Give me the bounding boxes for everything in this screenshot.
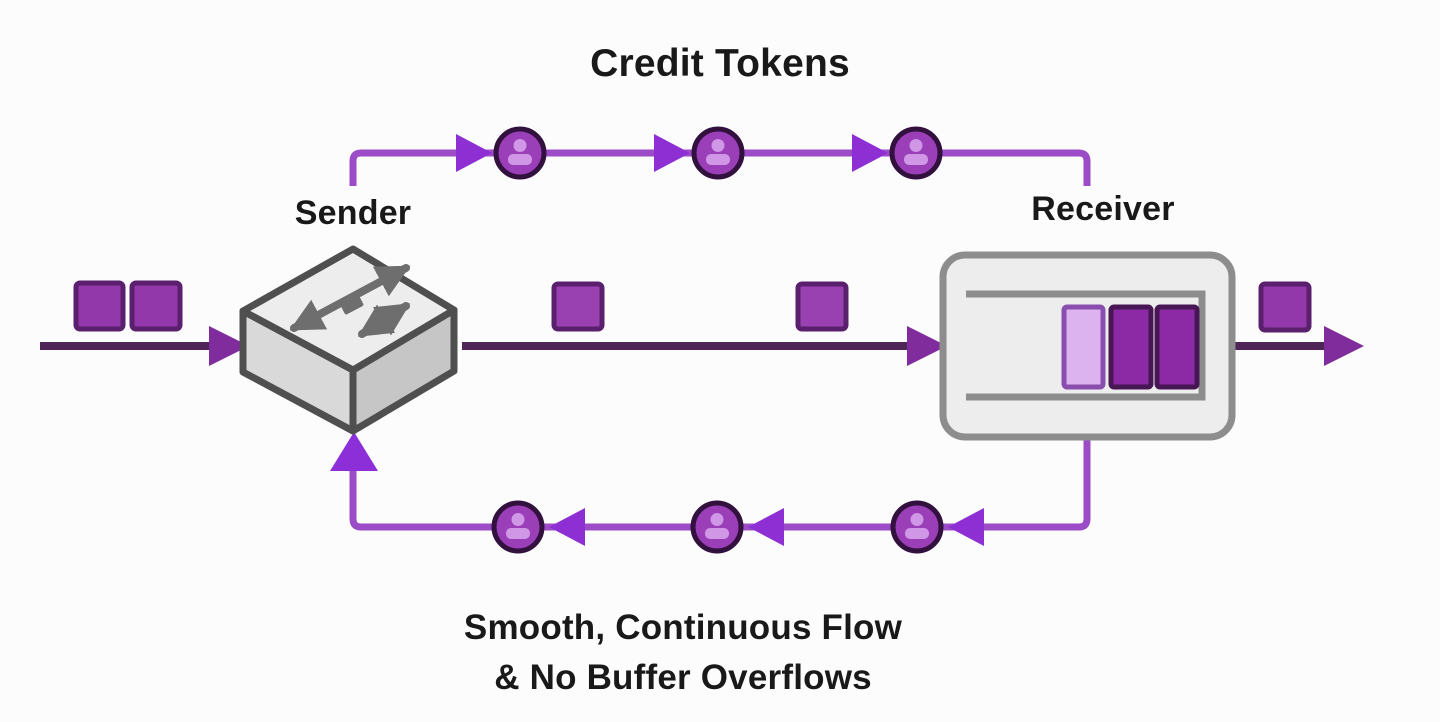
- credit-token-person-icon: [893, 503, 941, 551]
- credit-arrowhead-left: [549, 508, 585, 546]
- packet-icon: [73, 280, 126, 332]
- network-switch-icon: [239, 245, 458, 435]
- diagram-title: Credit Tokens: [590, 42, 850, 85]
- packet-icon: [551, 281, 605, 332]
- arrowhead-into-receiver: [907, 326, 947, 366]
- credit-arrowhead-right: [456, 134, 492, 172]
- credit-arrowhead-left: [748, 508, 784, 546]
- packet-icon: [795, 281, 849, 332]
- packet-icon: [129, 280, 183, 332]
- data-flow-line: [40, 326, 1364, 366]
- buffer-block-light: [1061, 304, 1106, 390]
- caption: Smooth, Continuous Flow & No Buffer Over…: [383, 603, 983, 702]
- switch-crossed-arrows-icon: [289, 264, 411, 338]
- credit-arrowhead-left: [948, 508, 984, 546]
- packet-icon: [1258, 281, 1312, 333]
- credit-arrowhead-up-into-sender: [330, 432, 378, 471]
- data-packets: [73, 280, 1312, 333]
- receiver-label: Receiver: [1031, 190, 1175, 228]
- credit-arrowhead-right: [654, 134, 690, 172]
- buffer-queue-bracket: [966, 290, 1206, 401]
- credit-token-person-icon: [694, 129, 742, 177]
- caption-line-1: Smooth, Continuous Flow: [463, 608, 903, 647]
- credit-arrowhead-right: [852, 134, 888, 172]
- credit-token-person-icon: [892, 129, 940, 177]
- credit-token-person-icon: [494, 503, 542, 551]
- credit-token-person-icon: [496, 129, 544, 177]
- caption-line-2: & No Buffer Overflows: [494, 657, 872, 697]
- arrowhead-output: [1324, 326, 1364, 366]
- arrowhead-into-sender: [209, 326, 249, 366]
- credit-token-person-icon: [693, 503, 741, 551]
- buffer-block-dark: [1108, 304, 1154, 390]
- buffer-block-dark: [1154, 304, 1200, 390]
- sender-label: Sender: [294, 194, 412, 232]
- credit-tokens: [494, 129, 941, 551]
- receiver-buffer-box: [939, 251, 1236, 441]
